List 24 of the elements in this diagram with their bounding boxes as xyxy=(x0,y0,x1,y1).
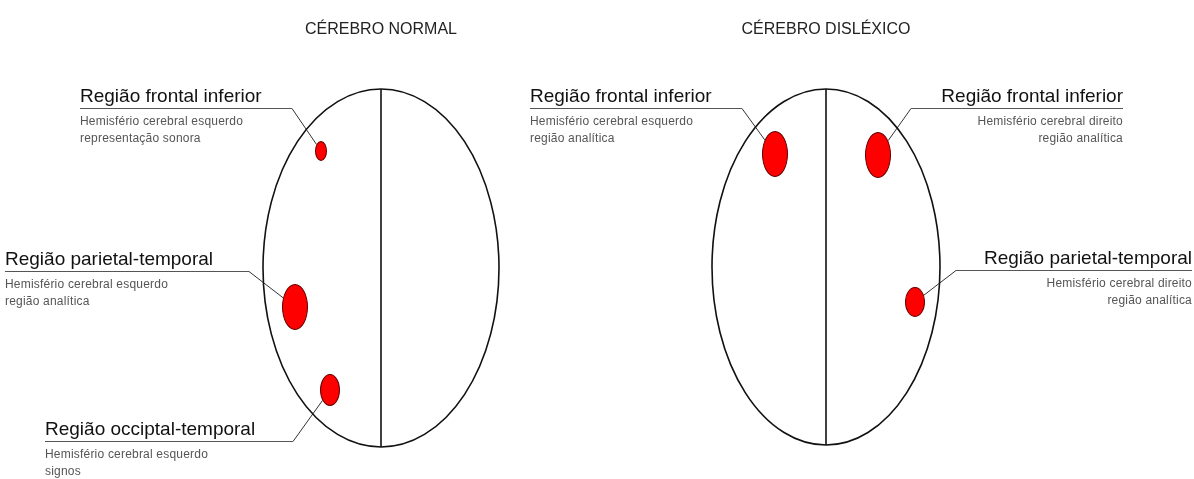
region-heading: Região frontal inferior xyxy=(530,84,742,109)
region-description: Hemisfério cerebral direito região analítica xyxy=(976,113,1123,147)
activation-spot xyxy=(315,141,327,161)
region-description: Hemisfério cerebral esquerdo região analítica xyxy=(530,113,694,147)
region-heading: Região parietal-temporal xyxy=(5,247,249,272)
region-description: Hemisfério cerebral esquerdo região analítica xyxy=(5,276,169,310)
activation-spot xyxy=(905,287,925,317)
region-heading: Região frontal inferior xyxy=(80,84,292,109)
activation-spot xyxy=(865,132,891,178)
region-description: Hemisfério cerebral esquerdo signos xyxy=(45,446,209,479)
brain-title: CÉREBRO NORMAL xyxy=(304,20,458,38)
region-description: Hemisfério cerebral direito região analítica xyxy=(1045,275,1192,309)
brain-title: CÉREBRO DISLÉXICO xyxy=(740,20,912,38)
leader-line xyxy=(291,108,317,145)
activation-spot xyxy=(282,284,308,330)
leader-line xyxy=(292,400,323,442)
region-description: Hemisfério cerebral esquerdo representação sonora xyxy=(80,113,244,147)
region-heading: Região occiptal-temporal xyxy=(45,417,293,442)
activation-spot xyxy=(320,374,340,406)
region-heading: Região parietal-temporal xyxy=(956,246,1192,271)
region-heading: Região frontal inferior xyxy=(911,84,1123,109)
activation-spot xyxy=(762,131,788,177)
leader-line xyxy=(923,270,957,296)
leader-line xyxy=(248,271,284,299)
